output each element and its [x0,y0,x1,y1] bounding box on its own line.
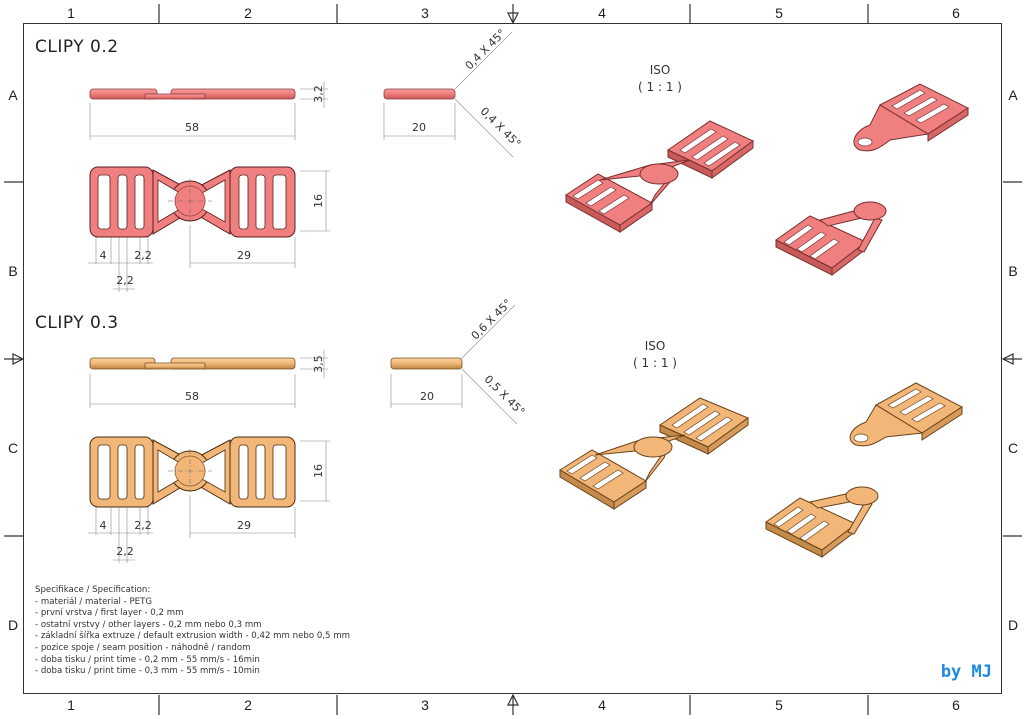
clip-02-end-width-dim: 20 [412,121,426,134]
spec-item: - ostatní vrstvy / other layers - 0,2 mm… [35,619,262,630]
column-label-6: 6 [952,5,960,21]
specification-block: Specifikace / Specification: - materiál … [35,585,350,678]
iso-scale-text: ( 1 : 1 ) [638,80,682,94]
row-label-d: D [7,617,19,633]
iso-scale-text: ( 1 : 1 ) [633,356,677,370]
iso-label-text: ISO [649,63,671,77]
clip-02-slot-dim: 4 [100,249,107,262]
specification-heading: Specifikace / Specification: [35,585,151,595]
clip-03-iso-label: ISO ( 1 : 1 ) [615,338,695,372]
clip-02-thickness-dim: 3,2 [312,85,325,103]
row-label-b: B [8,263,18,279]
column-label-5: 5 [775,5,783,21]
row-label-a: A [8,87,18,103]
clip-03-end-width-dim: 20 [420,390,434,403]
spec-item: - doba tisku / print time - 0,3 mm - 55 … [35,666,260,677]
clip-02-half-length-dim: 29 [237,249,251,262]
row-label-c-right: C [1007,440,1019,456]
clip-03-title: CLIPY 0.3 [35,313,119,333]
column-label-1: 1 [67,5,75,21]
clip-03-thickness-dim: 3,5 [312,355,325,373]
row-label-c: C [7,440,19,456]
clip-03-bar-dim-a: 2,2 [134,519,152,532]
drawing-frame [23,23,1002,694]
clip-02-title: CLIPY 0.2 [35,37,119,57]
column-label-3-bottom: 3 [421,697,429,713]
clip-03-length-dim: 58 [185,390,199,403]
spec-item: - materiál / material - PETG [35,596,153,607]
clip-02-iso-label: ISO ( 1 : 1 ) [620,62,700,96]
column-label-5-bottom: 5 [775,697,783,713]
column-label-2: 2 [244,5,252,21]
iso-label-text: ISO [644,339,666,353]
spec-item: - základní šířka extruze / default extru… [35,631,350,642]
clip-03-bar-dim-b: 2,2 [116,545,134,558]
clip-02-height-dim: 16 [312,194,325,208]
clip-03-slot-dim: 4 [100,519,107,532]
spec-item: - první vrstva / first layer - 0,2 mm [35,608,184,619]
author-signature: by MJ [940,662,992,682]
row-label-a-right: A [1008,87,1018,103]
column-label-4: 4 [598,5,606,21]
column-label-4-bottom: 4 [598,697,606,713]
clip-03-half-length-dim: 29 [237,519,251,532]
clip-02-bar-dim-b: 2,2 [116,274,134,287]
column-label-2-bottom: 2 [244,697,252,713]
row-label-d-right: D [1007,617,1019,633]
column-label-3: 3 [421,5,429,21]
column-label-1-bottom: 1 [67,697,75,713]
spec-item: - doba tisku / print time - 0,2 mm - 55 … [35,654,260,665]
clip-02-bar-dim-a: 2,2 [134,249,152,262]
column-label-6-bottom: 6 [952,697,960,713]
clip-02-length-dim: 58 [185,121,199,134]
spec-item: - pozice spoje / seam position - náhodně… [35,642,251,653]
row-label-b-right: B [1008,263,1018,279]
clip-03-height-dim: 16 [312,464,325,478]
